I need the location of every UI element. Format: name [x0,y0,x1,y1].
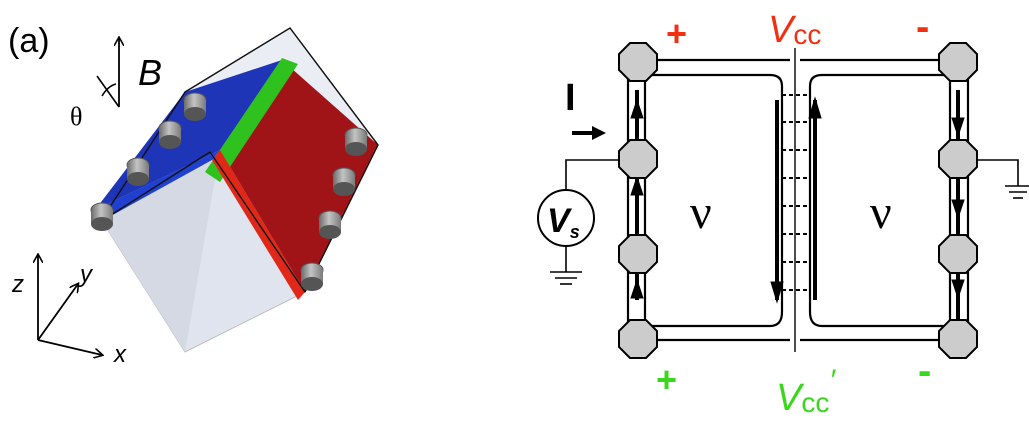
field-label: B [138,52,162,93]
contact-top-left [618,42,658,82]
vcc-plus: + [666,13,687,54]
panel-label: (a) [8,22,50,60]
contact-pad [318,210,342,239]
ground-icon [550,271,582,285]
vcc-prime-label: Vcc′ [776,364,836,419]
contact-pad [183,92,207,121]
vcc-prime-plus: + [656,359,677,400]
right-ground [977,159,1029,199]
contact-right-3 [938,234,978,274]
frame-wires [626,48,970,352]
nu-right-label: ν [870,186,892,239]
panel-a: (a) B θ z y x [8,22,379,368]
flow-arrowhead [951,199,965,220]
contact-right-2 [938,139,978,179]
x-axis-label: x [113,341,127,368]
flow-arrowhead [808,96,822,119]
nu-left-label: ν [690,186,712,239]
contact-bottom-left [618,319,658,359]
current-arrow-icon [572,126,606,140]
panel-b: Vs I ν ν Vcc + [537,5,1029,419]
contact-pad [300,262,324,291]
angle-label: θ [70,102,82,131]
current-label: I [565,77,576,119]
axes-triad: z y x [11,255,127,368]
contact-pad [344,127,368,156]
red-edge [212,150,305,300]
flow-arrowhead [630,98,644,119]
angle-mark [96,75,120,108]
vcc-label: Vcc [768,9,821,51]
ground-icon [1005,185,1029,199]
right-sample-inner [808,73,952,328]
contact-pad [158,120,182,149]
contact-pad [332,167,356,196]
cube-wire [99,27,379,293]
z-axis-label: z [11,271,24,298]
right-ground-wire [977,159,1019,186]
contacts [618,42,978,359]
y-axis [37,284,78,341]
left-sample-inner [643,73,784,328]
cube-wire-inner2 [209,151,306,293]
vcc-prime-minus: - [918,349,931,393]
flow-arrowhead [951,117,965,138]
x-axis [37,339,102,355]
cube-wire-inner [99,151,211,223]
contact-top-right [938,42,978,82]
flow-arrowhead [951,279,965,300]
contact-bottom-right [938,319,978,359]
contact-left-3 [618,234,658,274]
source-wire [565,159,619,190]
vcc-minus: - [916,5,929,49]
contact-pad [126,157,150,186]
flow-arrowhead [630,175,644,196]
field-indicator: B θ [70,38,162,131]
sample-cube [90,27,379,353]
contact-left-2 [618,139,658,179]
flow-arrowhead [770,281,784,304]
coupling-dashes [782,94,810,291]
vs-label: Vs [547,202,580,242]
voltage-source-circuit: Vs I [537,77,619,285]
y-axis-label: y [78,261,94,288]
edge-flow [630,90,965,320]
flow-arrowhead [630,278,644,299]
green-edge [205,58,298,182]
contact-pad [90,202,114,231]
